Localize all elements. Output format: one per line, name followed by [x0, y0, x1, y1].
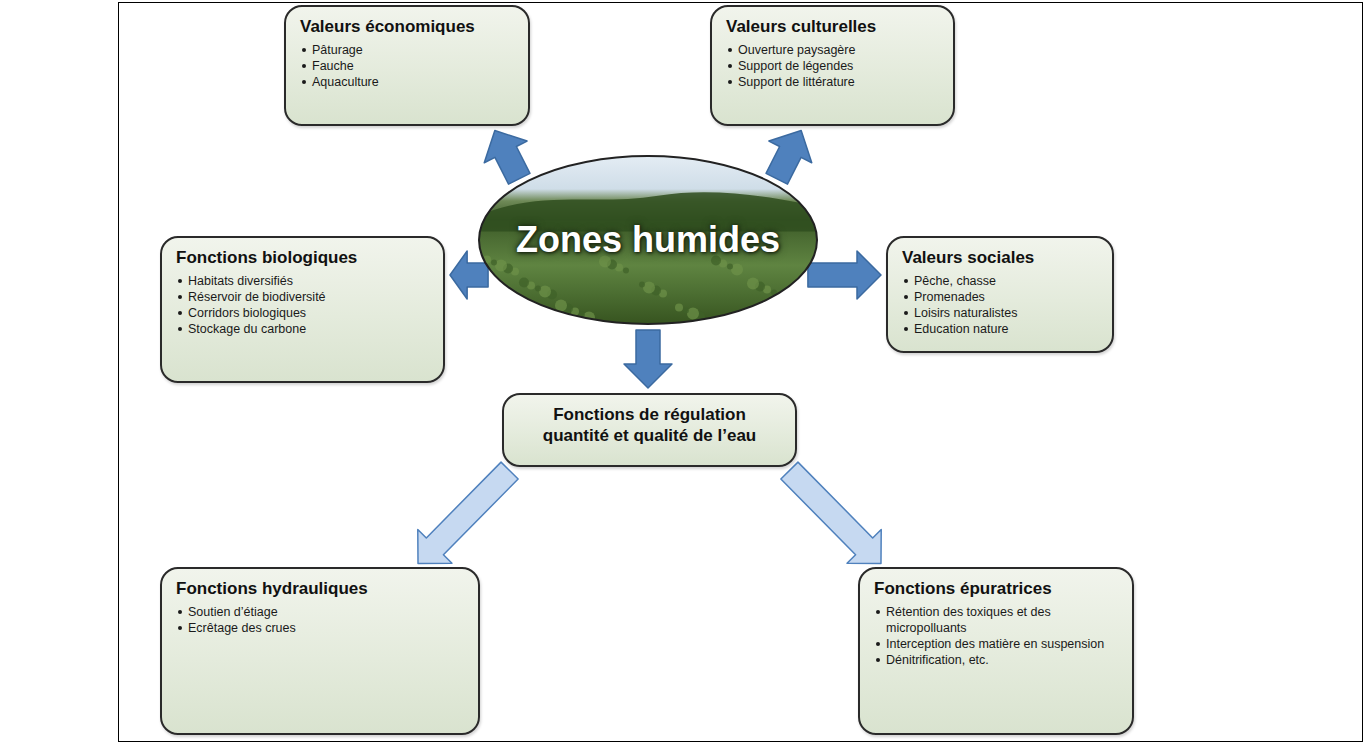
bullet-dot: [876, 658, 880, 662]
value-box: Valeurs culturellesOuverture paysagèreSu…: [710, 5, 955, 126]
box-heading: Valeurs économiques: [300, 16, 514, 37]
ellipse-outline: [479, 156, 817, 324]
bullet-item: Promenades: [904, 289, 1098, 305]
central-ellipse: Zones humides: [478, 155, 818, 325]
bullet-text: Education nature: [914, 322, 1009, 336]
bullet-dot: [876, 642, 880, 646]
bullet-dot: [302, 80, 306, 84]
block-arrow: [624, 330, 672, 388]
bullet-text: Aquaculture: [312, 75, 379, 89]
bullet-dot: [178, 626, 182, 630]
box-heading: Fonctions de régulation quantité et qual…: [518, 404, 781, 446]
bullet-item: Ouverture paysagère: [728, 42, 939, 58]
bullet-text: Soutien d’étiage: [188, 605, 278, 619]
box-heading: Fonctions épuratrices: [874, 578, 1118, 599]
box-heading: Fonctions hydrauliques: [176, 578, 464, 599]
bullet-text: Support de légendes: [738, 59, 853, 73]
bullet-dot: [876, 610, 880, 614]
regulation-box: Fonctions de régulation quantité et qual…: [502, 393, 797, 467]
bullet-item: Pêche, chasse: [904, 273, 1098, 289]
bullet-text: Pêche, chasse: [914, 274, 996, 288]
bullet-item: Interception des matière en suspension: [876, 636, 1118, 652]
block-arrow: [418, 462, 518, 563]
bullet-item: Aquaculture: [302, 74, 514, 90]
bullet-text: Support de littérature: [738, 75, 855, 89]
bullet-text: Rétention des toxiques et des micropollu…: [886, 605, 1051, 635]
box-heading: Valeurs culturelles: [726, 16, 939, 37]
bullet-item: Pâturage: [302, 42, 514, 58]
bullet-text: Habitats diversifiés: [188, 274, 293, 288]
bullet-text: Fauche: [312, 59, 354, 73]
bullet-dot: [178, 327, 182, 331]
bullet-item: Stockage du carbone: [178, 321, 429, 337]
bullet-item: Support de littérature: [728, 74, 939, 90]
block-arrow: [808, 251, 881, 299]
bullet-dot: [728, 80, 732, 84]
bullet-text: Pâturage: [312, 43, 363, 57]
bullet-text: Réservoir de biodiversité: [188, 290, 326, 304]
bullet-dot: [178, 311, 182, 315]
bullet-dot: [728, 64, 732, 68]
bullet-item: Corridors biologiques: [178, 305, 429, 321]
bullet-item: Rétention des toxiques et des micropollu…: [876, 604, 1118, 636]
bullet-dot: [904, 295, 908, 299]
box-heading: Fonctions biologiques: [176, 247, 429, 268]
bullet-item: Ecrêtage des crues: [178, 620, 464, 636]
block-arrow: [766, 130, 812, 184]
bullet-dot: [178, 610, 182, 614]
bullet-item: Habitats diversifiés: [178, 273, 429, 289]
bullet-item: Dénitrification, etc.: [876, 652, 1118, 668]
bullet-item: Support de légendes: [728, 58, 939, 74]
bullet-dot: [178, 295, 182, 299]
bullet-item: Education nature: [904, 321, 1098, 337]
bullet-item: Réservoir de biodiversité: [178, 289, 429, 305]
bullet-text: Promenades: [914, 290, 985, 304]
function-box: Fonctions biologiquesHabitats diversifié…: [160, 236, 445, 383]
node-title: Zones humides: [516, 219, 780, 261]
function-box: Fonctions épuratricesRétention des toxiq…: [858, 567, 1134, 735]
bullet-text: Ouverture paysagère: [738, 43, 855, 57]
block-arrow: [484, 130, 530, 184]
bullet-dot: [904, 327, 908, 331]
frame-border: [119, 3, 1363, 742]
bullet-item: Soutien d’étiage: [178, 604, 464, 620]
bullet-dot: [302, 48, 306, 52]
bullet-text: Loisirs naturalistes: [914, 306, 1018, 320]
bullet-text: Interception des matière en suspension: [886, 637, 1104, 651]
block-arrow: [781, 462, 881, 563]
bullet-dot: [302, 64, 306, 68]
box-heading: Valeurs sociales: [902, 247, 1098, 268]
bullet-text: Stockage du carbone: [188, 322, 306, 336]
bullet-dot: [904, 311, 908, 315]
bullet-text: Dénitrification, etc.: [886, 653, 989, 667]
bullet-dot: [904, 279, 908, 283]
bullet-item: Loisirs naturalistes: [904, 305, 1098, 321]
bullet-text: Corridors biologiques: [188, 306, 306, 320]
value-box: Valeurs économiquesPâturageFaucheAquacul…: [284, 5, 530, 126]
function-box: Fonctions hydrauliquesSoutien d’étiageEc…: [160, 567, 480, 735]
value-box: Valeurs socialesPêche, chassePromenadesL…: [886, 236, 1114, 353]
bullet-item: Fauche: [302, 58, 514, 74]
bullet-dot: [178, 279, 182, 283]
bullet-text: Ecrêtage des crues: [188, 621, 296, 635]
bullet-dot: [728, 48, 732, 52]
